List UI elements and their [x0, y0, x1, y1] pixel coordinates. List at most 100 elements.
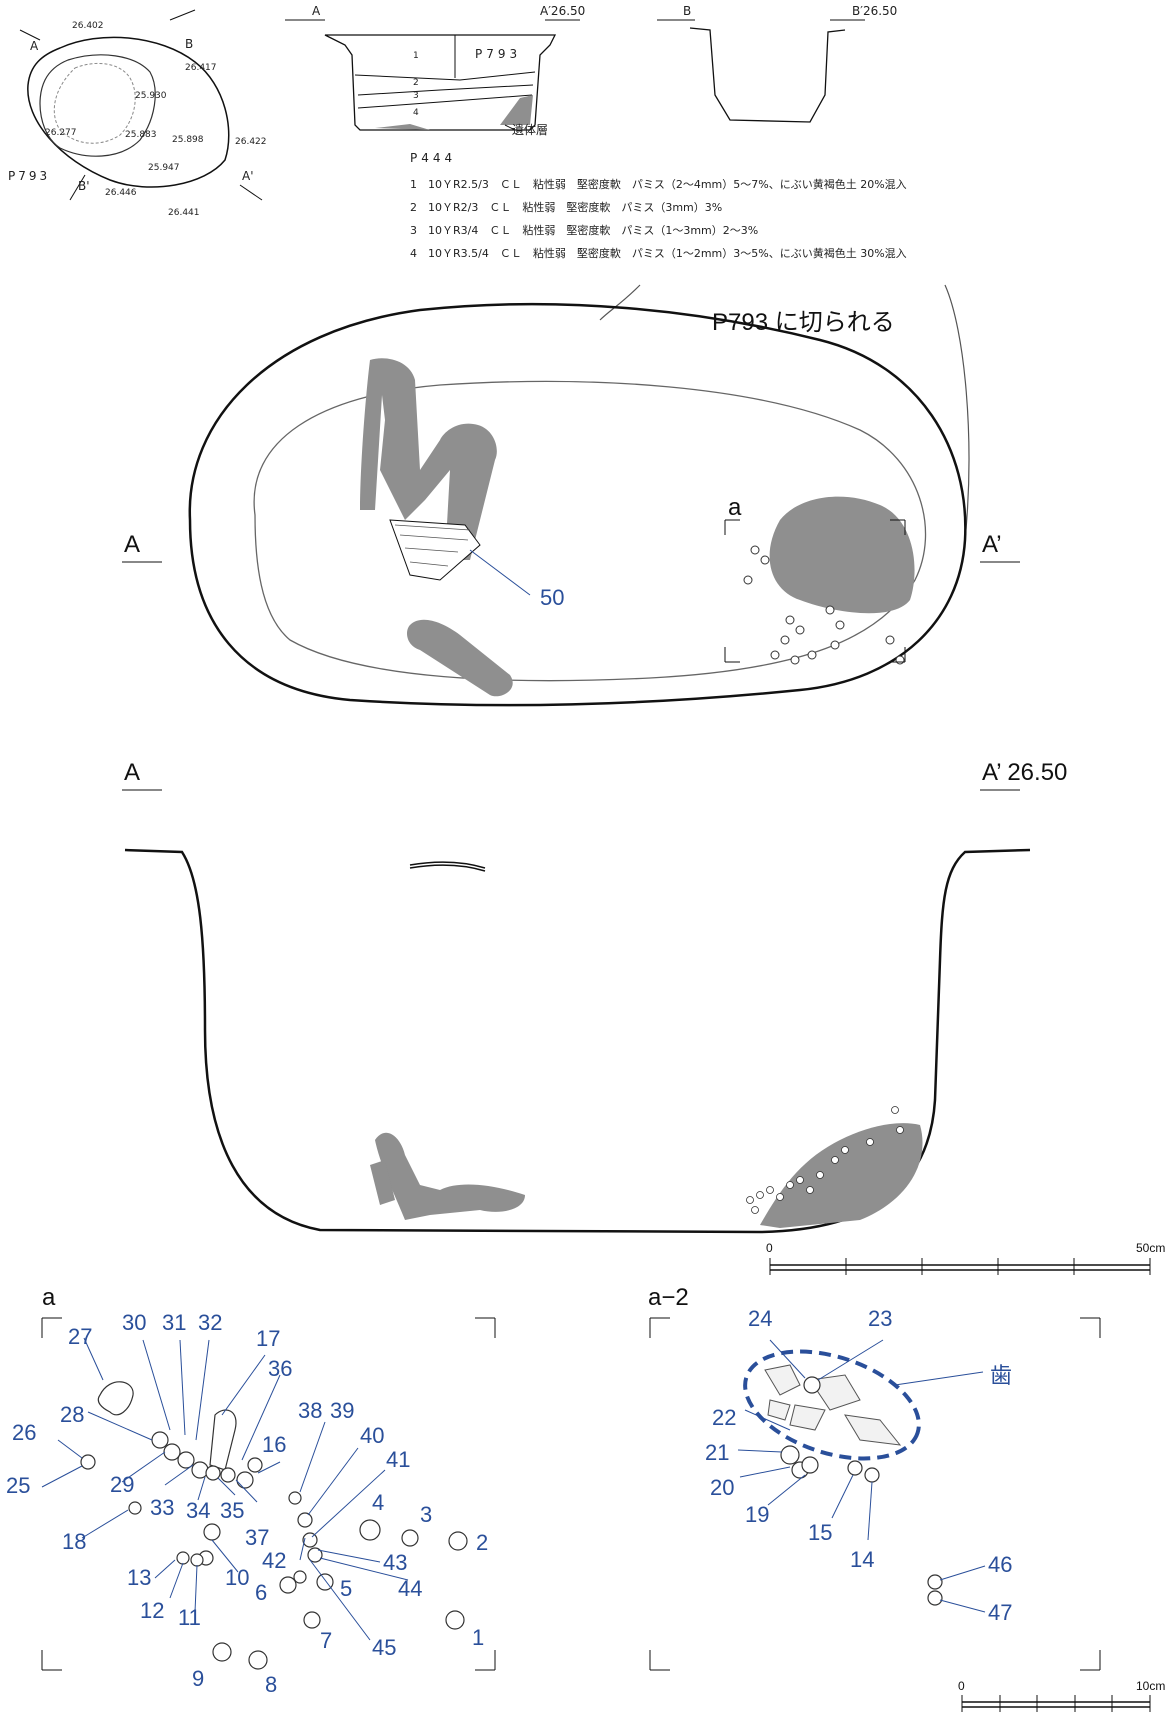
- bead-31-label: 31: [162, 1310, 186, 1335]
- bead-14-label: 14: [850, 1547, 874, 1572]
- bead-6-label: 6: [255, 1580, 267, 1605]
- bead-42-label: 42: [262, 1548, 286, 1573]
- bead-22-label: 22: [712, 1405, 736, 1430]
- bead-8-label: 8: [265, 1672, 277, 1697]
- inset-plan-label: P793: [8, 169, 50, 183]
- layer-legend: P444 1 10ＹR2.5/3 ＣＬ 粘性弱 堅密度軟 パミス（2～4mm）5…: [410, 151, 907, 260]
- find-50-label: 50: [540, 585, 564, 610]
- bead-33-label: 33: [150, 1495, 174, 1520]
- bead-1-label: 1: [472, 1625, 484, 1650]
- bead-15-label: 15: [808, 1520, 832, 1545]
- bead-45-label: 45: [372, 1635, 396, 1660]
- cut-note: P793 に切られる: [712, 309, 895, 336]
- section-a-label: A: [124, 759, 140, 786]
- bead-23-label: 23: [868, 1306, 892, 1331]
- bead-26-label: 26: [12, 1420, 36, 1445]
- bead-25-label: 25: [6, 1473, 30, 1498]
- inset-elev-3: 25.930: [135, 91, 167, 101]
- detail-a2-numbers: 14 15 19 20 21 22 23 24 46 47: [705, 1306, 1012, 1625]
- inset-plan: A B A' B' 26.402 26.417 25.930 26.277 25…: [8, 9, 267, 218]
- teeth-label: 歯: [990, 1363, 1012, 1388]
- bead-37-label: 37: [245, 1525, 269, 1550]
- inset-mark-a: A: [30, 39, 39, 53]
- bead-46-label: 46: [988, 1552, 1012, 1577]
- teeth-outline: [743, 1349, 921, 1461]
- inset-elev-6: 25.898: [172, 135, 204, 145]
- bead-32-label: 32: [198, 1310, 222, 1335]
- inset-elev-2: 26.417: [185, 63, 217, 73]
- legend-title: P444: [410, 151, 456, 165]
- bead-21-label: 21: [705, 1440, 729, 1465]
- inset-section-b-label: B: [683, 4, 691, 18]
- bead-47-label: 47: [988, 1600, 1012, 1625]
- bead-cluster: [743, 545, 905, 665]
- bead-36-label: 36: [268, 1356, 292, 1381]
- scale-50-start: 0: [766, 1241, 773, 1255]
- inset-elev-5: 25.883: [125, 130, 157, 140]
- bead-41-label: 41: [386, 1447, 410, 1472]
- scale-10-end: 10cm: [1136, 1679, 1165, 1693]
- plan-a-prime-label: A’: [982, 531, 1002, 558]
- inset-mark-b-prime: B': [78, 179, 90, 193]
- main-plan: 50 a P793 に切られる A A’: [122, 284, 1020, 707]
- bead-38-label: 38: [298, 1398, 322, 1423]
- inset-layer-3: 3: [413, 91, 419, 101]
- bead-10-label: 10: [225, 1565, 249, 1590]
- scale-bar-10cm: 0 10cm: [958, 1679, 1165, 1712]
- bead-39-label: 39: [330, 1398, 354, 1423]
- inset-elev-4: 26.277: [45, 128, 77, 138]
- bead-13-label: 13: [127, 1565, 151, 1590]
- bead-30-label: 30: [122, 1310, 146, 1335]
- bead-17-label: 17: [256, 1326, 280, 1351]
- bead-5-label: 5: [340, 1576, 352, 1601]
- bead-16-label: 16: [262, 1432, 286, 1457]
- inset-layer-4: 4: [413, 108, 419, 118]
- bead-12-label: 12: [140, 1598, 164, 1623]
- detail-a-title: a: [42, 1284, 56, 1311]
- inset-elev-9: 26.446: [105, 188, 137, 198]
- legend-row-3: 3 10ＹR3/4 ＣＬ 粘性弱 堅密度軟 パミス（1～3mm）2～3%: [410, 223, 758, 237]
- bead-35-label: 35: [220, 1498, 244, 1523]
- bead-29-label: 29: [110, 1472, 134, 1497]
- scale-10-start: 0: [958, 1679, 965, 1693]
- bead-24-label: 24: [748, 1306, 772, 1331]
- plan-a-label: A: [124, 531, 140, 558]
- detail-a-marker: a: [728, 494, 742, 521]
- detail-a2-title: a−2: [648, 1284, 689, 1311]
- inset-remains-label: 遺体層: [512, 122, 548, 137]
- inset-elev-1: 26.402: [72, 21, 104, 31]
- detail-a2: a−2: [648, 1284, 1101, 1671]
- detail-a-beads: [80, 1381, 468, 1670]
- bead-9-label: 9: [192, 1666, 204, 1691]
- bead-20-label: 20: [710, 1475, 734, 1500]
- inset-section-a-label: A: [312, 4, 321, 18]
- bead-4-label: 4: [372, 1490, 384, 1515]
- bead-28-label: 28: [60, 1402, 84, 1427]
- bead-27-label: 27: [68, 1324, 92, 1349]
- inset-section-a: A A′26.50 P793 1 2 3 4 遺体層: [285, 4, 585, 137]
- teeth-fragments: [764, 1364, 902, 1446]
- bead-34-label: 34: [186, 1498, 210, 1523]
- bead-11-label: 11: [178, 1605, 201, 1630]
- legend-row-1: 1 10ＹR2.5/3 ＣＬ 粘性弱 堅密度軟 パミス（2～4mm）5～7%、に…: [410, 177, 907, 191]
- scale-50-end: 50cm: [1136, 1241, 1165, 1255]
- bead-3-label: 3: [420, 1502, 432, 1527]
- main-section: A A’ 26.50: [122, 759, 1067, 1234]
- section-a-prime-label: A’ 26.50: [982, 759, 1067, 786]
- inset-elev-7: 26.422: [235, 137, 267, 147]
- bead-19-label: 19: [745, 1502, 769, 1527]
- detail-a: a: [6, 1284, 496, 1697]
- inset-mark-a-prime: A': [242, 169, 254, 183]
- bead-7-label: 7: [320, 1628, 332, 1653]
- legend-row-4: 4 10ＹR3.5/4 ＣＬ 粘性弱 堅密度軟 パミス（1～2mm）3～5%、に…: [410, 246, 907, 260]
- inset-section-b-end: B′26.50: [852, 4, 897, 18]
- inset-layer-1: 1: [413, 51, 419, 61]
- bead-40-label: 40: [360, 1423, 384, 1448]
- bead-43-label: 43: [383, 1550, 407, 1575]
- bead-44-label: 44: [398, 1576, 422, 1601]
- inset-section-b: B B′26.50: [657, 4, 897, 123]
- inset-fill-label: P793: [475, 47, 521, 61]
- bead-18-label: 18: [62, 1529, 86, 1554]
- scale-bar-50cm: 0 50cm: [766, 1241, 1165, 1275]
